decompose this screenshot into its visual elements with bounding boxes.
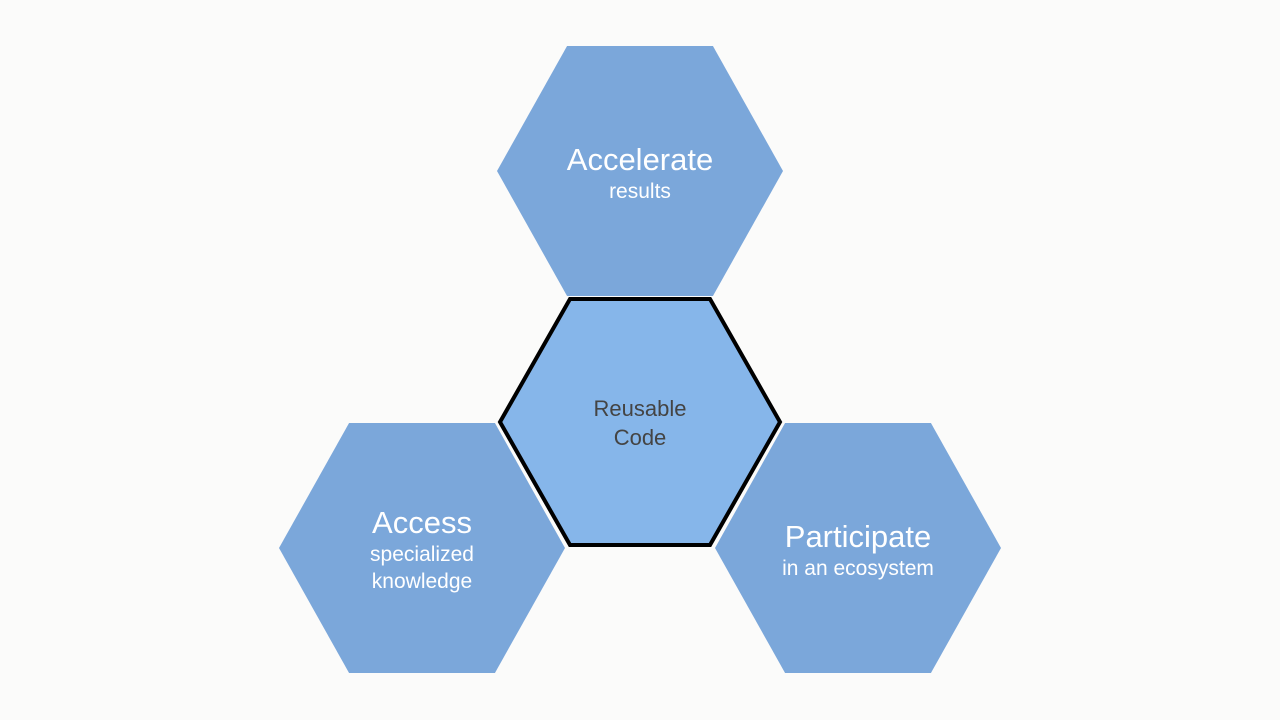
hexagon-access-subtitle-line2: knowledge xyxy=(371,570,473,593)
hexagon-participate-subtitle: in an ecosystem xyxy=(782,556,934,580)
hexagon-accelerate-subtitle: results xyxy=(609,179,671,203)
hexagon-reusable-code[interactable]: Reusable Code xyxy=(497,297,783,547)
hexagon-accelerate-text: Accelerate results xyxy=(497,142,783,205)
hexagon-reusable-code-shape xyxy=(497,297,783,547)
hexagon-accelerate[interactable]: Accelerate results xyxy=(497,46,783,296)
hexagon-accelerate-title: Accelerate xyxy=(566,141,714,177)
